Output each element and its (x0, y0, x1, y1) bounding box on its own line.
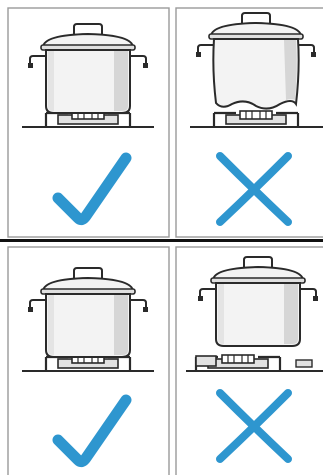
control-knob-icon (296, 360, 312, 367)
cooking-pot-icon (28, 268, 148, 357)
cross-mark-icon (220, 156, 288, 222)
gas-burner-icon (214, 111, 298, 127)
burner-edge-icon (196, 356, 216, 366)
check-mark-icon (58, 158, 126, 220)
cross-mark-icon (220, 393, 288, 459)
cooking-pot-icon (198, 257, 318, 346)
cooking-pot-icon (28, 24, 148, 113)
panel-bottom-left (22, 268, 154, 462)
panel-bottom-right (186, 257, 323, 459)
panel-top-left (22, 24, 154, 220)
section-divider (0, 239, 323, 242)
panel-top-right (190, 13, 323, 222)
check-mark-icon (58, 400, 126, 462)
deformed-pot-icon (196, 13, 316, 109)
